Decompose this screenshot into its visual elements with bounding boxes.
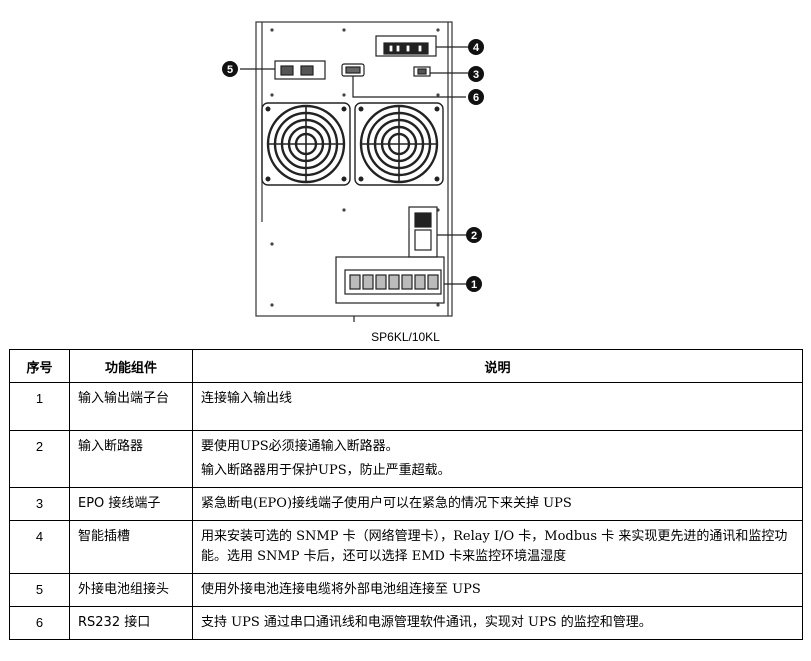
description-line: 要使用UPS必须接通输入断路器。 [201,439,399,454]
description-line: 连接输入输出线 [201,391,293,406]
callout-badge-5: 5 [222,61,238,77]
callout-number: 4 [473,42,480,54]
callout-number: 3 [473,69,479,81]
row-component: EPO 接线端子 [69,487,193,521]
table-row: 2 输入断路器 要使用UPS必须接通输入断路器。 输入断路器用于保护UPS，防止… [9,430,803,488]
input-breaker [408,206,438,258]
table-header-row: 序号 功能组件 说明 [9,349,803,383]
row-number: 4 [9,520,70,574]
cooling-fan-right [354,102,444,186]
cooling-fan-left [261,102,351,186]
figure-caption: SP6KL/10KL [371,330,440,344]
callout-number: 2 [471,230,477,242]
intelligent-slot [375,35,437,57]
rs232-port [341,63,365,77]
description-line: 支持 UPS 通过串口通讯线和电源管理软件通讯，实现对 UPS 的监控和管理。 [201,615,652,630]
table-row: 6 RS232 接口 支持 UPS 通过串口通讯线和电源管理软件通讯，实现对 U… [9,606,803,640]
table-row: 1 输入输出端子台 连接输入输出线 [9,382,803,431]
callout-number: 5 [227,64,233,76]
ups-rear-panel-figure: 4 5 3 6 2 1 [222,21,484,322]
row-number: 2 [9,430,70,488]
row-description: 使用外接电池连接电缆将外部电池组连接至 UPS [192,573,803,607]
row-number: 1 [9,382,70,431]
column-header-number: 序号 [9,349,70,383]
table-row: 3 EPO 接线端子 紧急断电(EPO)接线端子使用户可以在紧急的情况下来关掉 … [9,487,803,521]
row-description: 支持 UPS 通过串口通讯线和电源管理软件通讯，实现对 UPS 的监控和管理。 [192,606,803,640]
terminal-block [335,256,445,304]
row-component: 输入输出端子台 [69,382,193,431]
battery-connector [274,60,326,80]
callout-badge-2: 2 [466,227,482,243]
description-line: 用来安装可选的 SNMP 卡（网络管理卡），Relay I/O 卡，Modbus… [201,529,788,564]
row-component: 输入断路器 [69,430,193,488]
column-header-component: 功能组件 [69,349,193,383]
row-number: 5 [9,573,70,607]
description-line: 输入断路器用于保护UPS，防止严重超载。 [201,463,451,478]
description-line: 使用外接电池连接电缆将外部电池组连接至 UPS [201,582,481,597]
epo-terminal [413,66,431,77]
column-header-description: 说明 [192,349,803,383]
row-description: 连接输入输出线 [192,382,803,431]
row-description: 要使用UPS必须接通输入断路器。 输入断路器用于保护UPS，防止严重超载。 [192,430,803,488]
table-row: 4 智能插槽 用来安装可选的 SNMP 卡（网络管理卡），Relay I/O 卡… [9,520,803,574]
row-number: 6 [9,606,70,640]
callout-number: 6 [473,92,479,104]
callout-badge-6: 6 [468,89,484,105]
callout-number: 1 [471,279,477,291]
row-description: 用来安装可选的 SNMP 卡（网络管理卡），Relay I/O 卡，Modbus… [192,520,803,574]
callout-badge-3: 3 [468,66,484,82]
component-table: 序号 功能组件 说明 1 输入输出端子台 连接输入输出线 2 输入断路器 要使用… [9,349,803,640]
row-component: 智能插槽 [69,520,193,574]
callout-badge-1: 1 [466,276,482,292]
callout-badge-4: 4 [468,39,484,55]
row-description: 紧急断电(EPO)接线端子使用户可以在紧急的情况下来关掉 UPS [192,487,803,521]
row-component: RS232 接口 [69,606,193,640]
row-component: 外接电池组接头 [69,573,193,607]
table-row: 5 外接电池组接头 使用外接电池连接电缆将外部电池组连接至 UPS [9,573,803,607]
row-number: 3 [9,487,70,521]
description-line: 紧急断电(EPO)接线端子使用户可以在紧急的情况下来关掉 UPS [201,496,572,511]
